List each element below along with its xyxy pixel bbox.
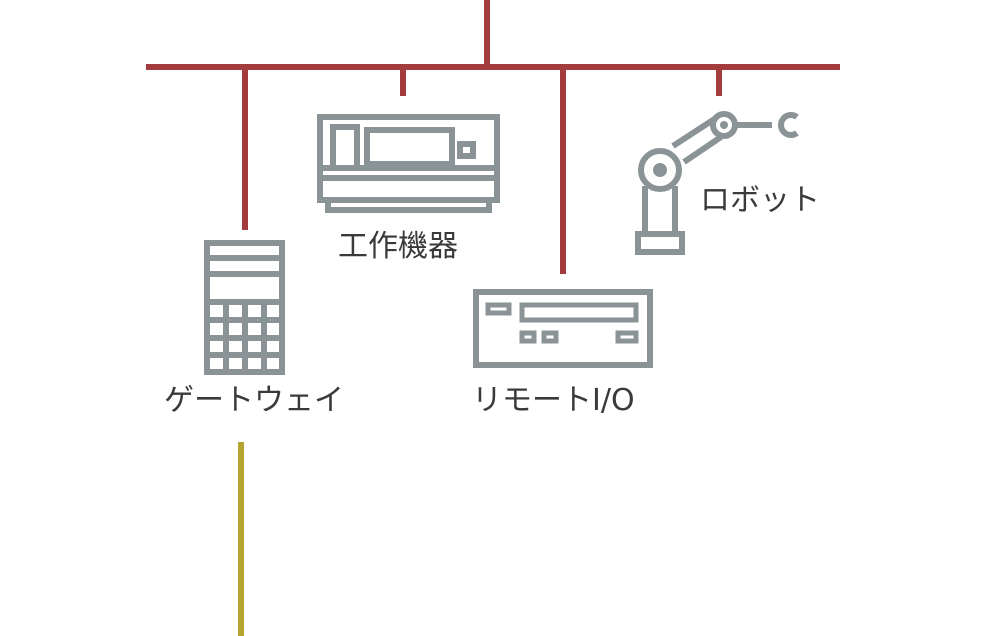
remote-io-label: リモートI/O xyxy=(472,383,635,418)
fieldbus-backbone xyxy=(146,0,840,274)
machine-tool-icon xyxy=(317,114,500,213)
robot-label: ロボット xyxy=(700,183,820,218)
gateway-controller-icon xyxy=(204,240,285,375)
machine-tool-label: 工作機器 xyxy=(338,229,458,264)
robot-arm-icon xyxy=(635,111,799,255)
remote-io-module-icon xyxy=(473,289,653,368)
gateway-label: ゲートウェイ xyxy=(164,383,344,418)
